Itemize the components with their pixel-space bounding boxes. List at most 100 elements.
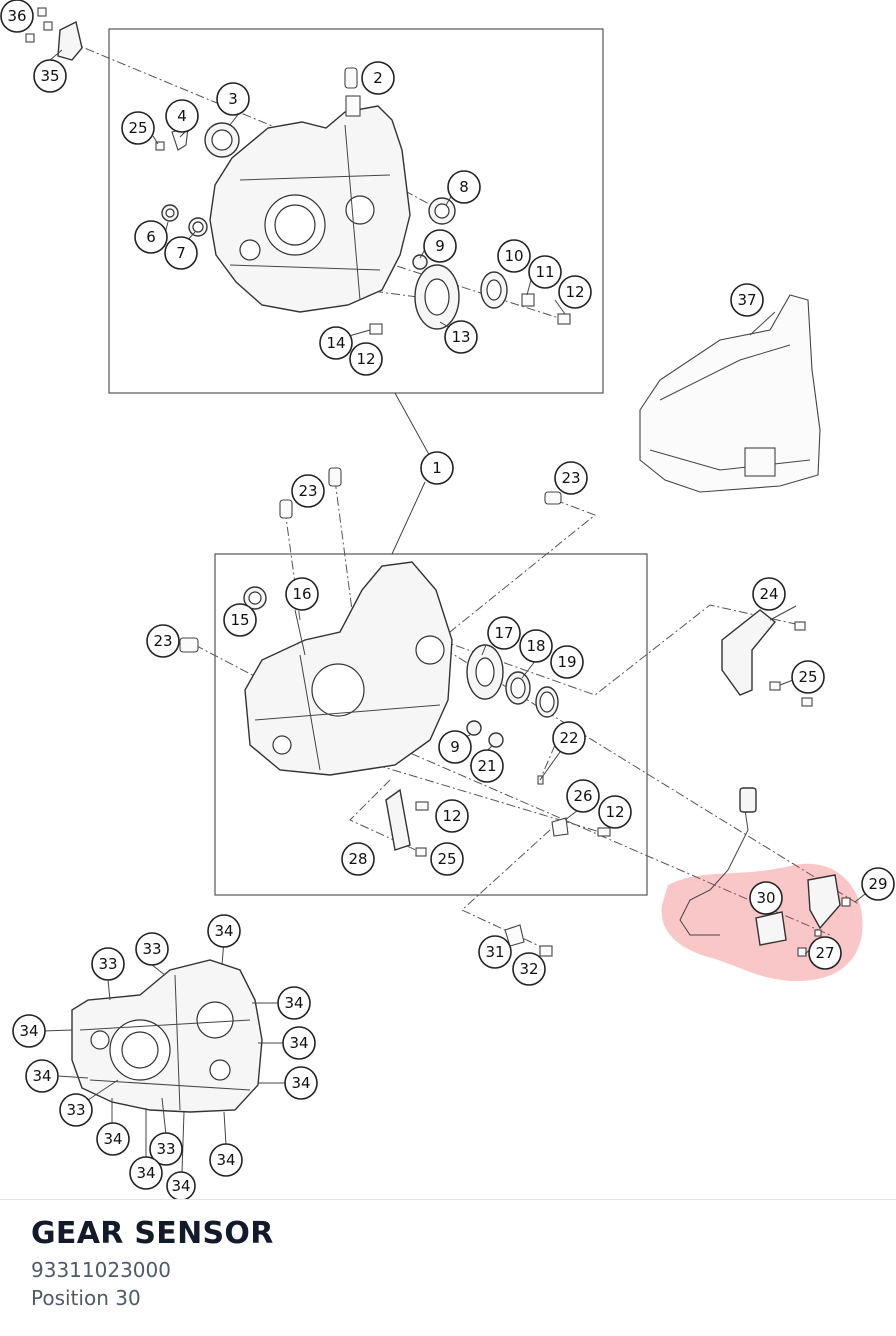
callout-33-a[interactable]: 33 — [91, 947, 125, 981]
callout-23-b[interactable]: 23 — [554, 461, 588, 495]
callout-34-c[interactable]: 34 — [282, 1026, 316, 1060]
svg-text:34: 34 — [291, 1074, 310, 1092]
callout-32[interactable]: 32 — [512, 952, 546, 986]
lower-assembly-frame — [214, 553, 648, 896]
callout-13[interactable]: 13 — [444, 320, 478, 354]
callout-25-upper[interactable]: 25 — [121, 111, 155, 145]
callout-36[interactable]: 36 — [0, 0, 34, 33]
svg-text:25: 25 — [798, 668, 817, 686]
callout-15[interactable]: 15 — [223, 603, 257, 637]
leader-1 — [391, 392, 433, 555]
svg-text:4: 4 — [177, 107, 187, 125]
callout-26[interactable]: 26 — [566, 779, 600, 813]
callout-8[interactable]: 8 — [447, 170, 481, 204]
svg-text:15: 15 — [230, 611, 249, 629]
svg-text:12: 12 — [605, 803, 624, 821]
callout-9-lower[interactable]: 9 — [438, 730, 472, 764]
callout-33-c[interactable]: 33 — [59, 1093, 93, 1127]
svg-text:6: 6 — [146, 228, 156, 246]
lower-small-parts — [179, 467, 611, 857]
callout-10[interactable]: 10 — [497, 239, 531, 273]
svg-text:9: 9 — [450, 738, 460, 756]
callout-34-b[interactable]: 34 — [277, 986, 311, 1020]
svg-text:32: 32 — [519, 960, 538, 978]
svg-text:33: 33 — [156, 1140, 175, 1158]
callout-23-c[interactable]: 23 — [146, 624, 180, 658]
callout-6[interactable]: 6 — [134, 220, 168, 254]
callout-19[interactable]: 19 — [550, 645, 584, 679]
callout-34-h[interactable]: 34 — [129, 1156, 163, 1190]
svg-text:7: 7 — [176, 244, 186, 262]
part-position: Position 30 — [31, 1286, 141, 1310]
svg-text:34: 34 — [136, 1164, 155, 1182]
callout-37[interactable]: 37 — [730, 283, 764, 317]
part-number: 93311023000 — [31, 1258, 171, 1282]
svg-text:23: 23 — [298, 482, 317, 500]
callout-4[interactable]: 4 — [165, 99, 199, 133]
assembly-line-12c — [359, 759, 611, 836]
callout-1[interactable]: 1 — [420, 451, 454, 485]
callout-34-g[interactable]: 34 — [96, 1122, 130, 1156]
callout-34-d[interactable]: 34 — [284, 1066, 318, 1100]
assembly-line-29 — [429, 639, 861, 906]
callout-24[interactable]: 24 — [752, 577, 786, 611]
svg-text:12: 12 — [442, 807, 461, 825]
callout-28[interactable]: 28 — [341, 842, 375, 876]
svg-text:9: 9 — [435, 237, 445, 255]
svg-text:34: 34 — [216, 1151, 235, 1169]
lower-crankcase-half — [244, 561, 453, 776]
selected-part-panel: GEAR SENSOR 93311023000 Position 30 — [0, 1199, 896, 1336]
svg-text:33: 33 — [142, 940, 161, 958]
svg-text:3: 3 — [228, 90, 238, 108]
assembly-line-23b — [334, 479, 353, 611]
bracket-35 — [25, 7, 83, 61]
callout-34-j[interactable]: 34 — [209, 1143, 243, 1177]
callout-3[interactable]: 3 — [216, 82, 250, 116]
callout-35[interactable]: 35 — [33, 59, 67, 93]
callout-2[interactable]: 2 — [361, 61, 395, 95]
svg-text:11: 11 — [535, 263, 554, 281]
svg-text:8: 8 — [459, 178, 469, 196]
callout-12-upper-bottom[interactable]: 12 — [349, 342, 383, 376]
svg-text:34: 34 — [289, 1034, 308, 1052]
callout-33-b[interactable]: 33 — [135, 932, 169, 966]
callout-17[interactable]: 17 — [487, 616, 521, 650]
callout-21[interactable]: 21 — [470, 749, 504, 783]
callout-29[interactable]: 29 — [861, 867, 895, 901]
svg-text:33: 33 — [98, 955, 117, 973]
callout-18[interactable]: 18 — [519, 629, 553, 663]
bracket-31 — [504, 924, 553, 957]
callout-7[interactable]: 7 — [164, 236, 198, 270]
svg-text:23: 23 — [561, 469, 580, 487]
svg-text:28: 28 — [348, 850, 367, 868]
callout-31[interactable]: 31 — [478, 935, 512, 969]
callout-33-d[interactable]: 33 — [149, 1132, 183, 1166]
svg-text:34: 34 — [32, 1067, 51, 1085]
callout-34-i[interactable]: 34 — [166, 1171, 196, 1200]
callout-12-upper-right[interactable]: 12 — [558, 275, 592, 309]
callout-12-lower[interactable]: 12 — [435, 799, 469, 833]
gear-sensor-30 — [679, 787, 851, 957]
callout-34-a[interactable]: 34 — [207, 914, 241, 948]
callout-25-cover[interactable]: 25 — [791, 660, 825, 694]
callout-23-a[interactable]: 23 — [291, 474, 325, 508]
callout-30[interactable]: 30 — [749, 881, 783, 915]
svg-text:16: 16 — [292, 585, 311, 603]
svg-text:33: 33 — [66, 1101, 85, 1119]
assembly-line-22 — [539, 744, 556, 781]
callout-34-f[interactable]: 34 — [25, 1059, 59, 1093]
part-name: GEAR SENSOR — [31, 1216, 274, 1251]
callout-11[interactable]: 11 — [528, 255, 562, 289]
callout-16[interactable]: 16 — [285, 577, 319, 611]
callout-22[interactable]: 22 — [552, 721, 586, 755]
callout-14[interactable]: 14 — [319, 326, 353, 360]
leader-34-bottom — [42, 939, 286, 1173]
svg-text:37: 37 — [737, 291, 756, 309]
callout-27[interactable]: 27 — [808, 936, 842, 970]
callout-9-upper[interactable]: 9 — [423, 229, 457, 263]
callout-12-lower-right[interactable]: 12 — [598, 795, 632, 829]
callout-34-e[interactable]: 34 — [12, 1014, 46, 1048]
svg-text:21: 21 — [477, 757, 496, 775]
callout-25-lower[interactable]: 25 — [430, 842, 464, 876]
svg-text:34: 34 — [171, 1177, 190, 1195]
